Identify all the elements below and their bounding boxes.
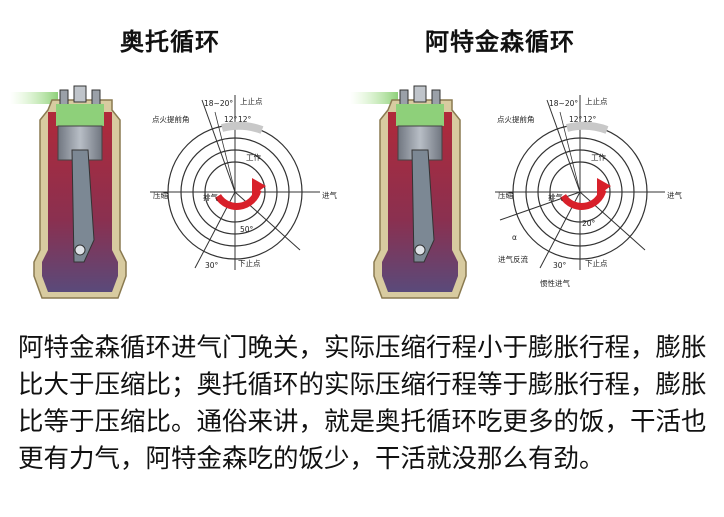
angle12b-label: 12° xyxy=(238,115,252,124)
bdc-label: 下止点 xyxy=(585,258,608,268)
spark-line-2 xyxy=(559,111,581,193)
angle30-label: 30° xyxy=(205,261,219,270)
intake-label: 进气 xyxy=(322,190,337,200)
crank-pin xyxy=(414,244,426,256)
work-label: 工作 xyxy=(246,152,261,162)
atkinson-engine-illustration xyxy=(350,85,467,299)
inertia-intake-label: 惯性进气 xyxy=(540,278,570,288)
range-label: 18~20° xyxy=(549,99,578,108)
overlap-arc xyxy=(565,121,609,134)
spark-plug xyxy=(413,85,427,103)
spark-advance-line xyxy=(201,99,236,193)
angle12-label: 12° xyxy=(569,115,583,124)
compress-label: 压缩 xyxy=(498,190,513,200)
exhaust-label: 排气 xyxy=(548,192,563,202)
tdc-label: 上止点 xyxy=(585,96,608,106)
angle30-label: 30° xyxy=(553,261,567,270)
atkinson-cycle-title: 阿特金森循环 xyxy=(425,28,575,56)
spark-advance-line xyxy=(546,99,581,193)
combustion-chamber xyxy=(56,104,104,126)
rotation-arrow-arc xyxy=(215,188,262,210)
otto-valve-timing-diagram: 点火提前角 18~20° 上止点 12° 12° 工作 排气 压缩 进气 50°… xyxy=(150,95,337,270)
overlap-arc xyxy=(220,121,264,134)
rotation-arrow-head xyxy=(252,178,266,196)
spark-advance-label: 点火提前角 xyxy=(497,114,535,124)
spark-line-2 xyxy=(214,111,236,193)
exhaust-label: 排气 xyxy=(203,192,218,202)
tdc-label: 上止点 xyxy=(240,96,263,106)
otto-engine-illustration xyxy=(10,85,127,299)
compress-label: 压缩 xyxy=(153,190,168,200)
explanation-caption: 阿特金森循环进气门晚关，实际压缩行程小于膨胀行程，膨胀比大于压缩比；奥托循环的实… xyxy=(18,333,707,474)
cycle-diagrams: 点火提前角 18~20° 上止点 12° 12° 工作 排气 压缩 进气 50°… xyxy=(10,85,682,299)
angle20-label: 20° xyxy=(582,219,596,228)
intake-backflow-label: 进气反流 xyxy=(498,254,528,264)
rotation-arrow-head xyxy=(597,178,611,196)
intake-gas-stream xyxy=(10,92,58,104)
angle50-label: 50° xyxy=(240,225,254,234)
intake-label: 进气 xyxy=(667,190,682,200)
spark-plug xyxy=(73,85,87,103)
connecting-rod xyxy=(411,149,435,263)
combustion-chamber xyxy=(396,104,444,126)
alpha-label: α xyxy=(512,233,517,242)
crank-pin xyxy=(74,244,86,256)
rotation-arrow-arc xyxy=(560,188,607,210)
bdc-label: 下止点 xyxy=(238,258,261,268)
range-label: 18~20° xyxy=(204,99,233,108)
atkinson-valve-timing-diagram: 点火提前角 18~20° 上止点 12° 12° 工作 排气 压缩 进气 20°… xyxy=(495,95,682,288)
spark-advance-label: 点火提前角 xyxy=(152,114,190,124)
angle12b-label: 12° xyxy=(583,115,597,124)
connecting-rod xyxy=(71,149,95,263)
otto-cycle-title: 奥托循环 xyxy=(120,28,220,56)
intake-gas-stream xyxy=(350,92,398,104)
angle12-label: 12° xyxy=(224,115,238,124)
work-label: 工作 xyxy=(591,152,606,162)
